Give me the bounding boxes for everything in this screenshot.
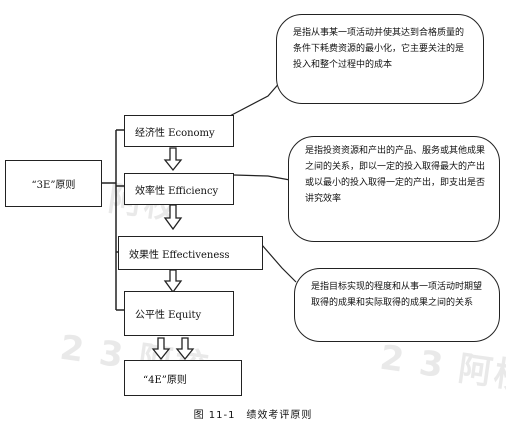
node-efficiency: 效率性 Efficiency	[124, 173, 234, 205]
root-3e-principle: “3E”原则	[5, 160, 102, 207]
node-label: 公平性 Equity	[135, 310, 202, 321]
callout-text: 是指投资资源和产出的产品、服务或其他成果之间的关系，即以一定的投入取得最大的产出…	[305, 146, 486, 204]
node-label: 经济性 Economy	[135, 127, 215, 139]
node-label: 效果性 Effectiveness	[129, 249, 230, 261]
node-equity: 公平性 Equity	[124, 291, 234, 336]
result-label: “4E”原则	[143, 374, 187, 386]
result-4e-principle: “4E”原则	[124, 360, 242, 396]
down-arrow-icon	[163, 204, 183, 231]
callout-text: 是指目标实现的程度和从事一项活动时期望取得的成果和实际取得的成果之间的关系	[311, 282, 483, 308]
callout-economy: 是指从事某一项活动并使其达到合格质量的条件下耗费资源的最小化，它主要关注的是投入…	[276, 14, 484, 104]
callout-text: 是指从事某一项活动并使其达到合格质量的条件下耗费资源的最小化，它主要关注的是投入…	[293, 28, 465, 70]
callout-efficiency: 是指投资资源和产出的产品、服务或其他成果之间的关系，即以一定的投入取得最大的产出…	[288, 136, 500, 242]
node-label: 效率性 Efficiency	[135, 185, 219, 197]
down-arrow-icon	[151, 337, 171, 361]
root-label: “3E”原则	[31, 180, 76, 191]
node-effectiveness: 效果性 Effectiveness	[118, 236, 263, 270]
node-economy: 经济性 Economy	[124, 115, 234, 147]
down-arrow-icon	[163, 147, 183, 172]
figure-caption: 图 11-1 绩效考评原则	[193, 410, 313, 421]
down-arrow-icon	[175, 337, 195, 361]
callout-effectiveness: 是指目标实现的程度和从事一项活动时期望取得的成果和实际取得的成果之间的关系	[294, 268, 500, 342]
down-arrow-icon	[163, 269, 183, 294]
